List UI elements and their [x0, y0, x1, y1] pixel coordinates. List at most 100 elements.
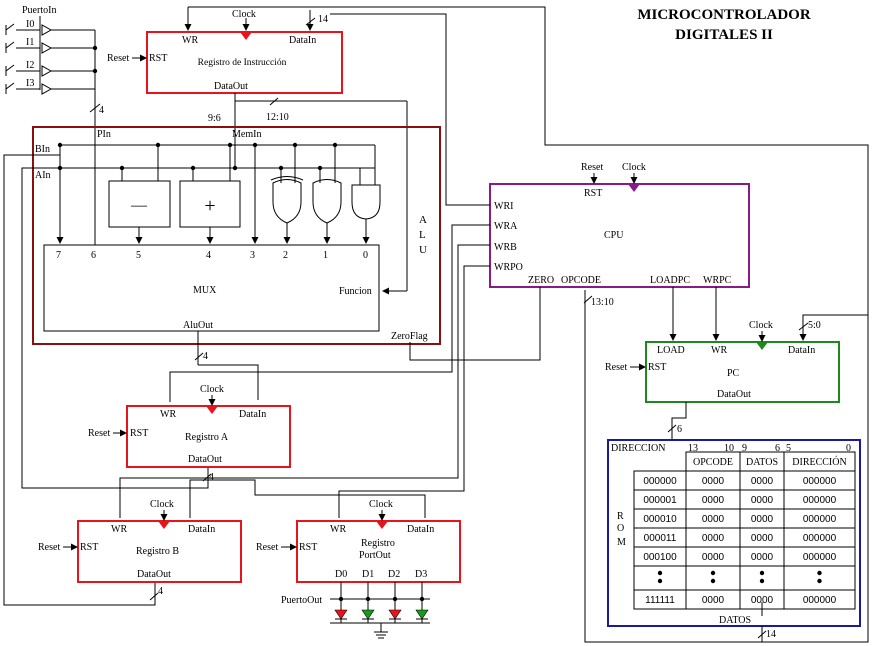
pin-label-i2: I2 — [26, 60, 34, 71]
rom-vert-o: O — [617, 523, 624, 534]
subtractor — [108, 180, 171, 228]
alu-memin: MemIn — [232, 129, 261, 140]
cpu-opcode: OPCODE — [561, 275, 601, 286]
rom-bit-10: 10 — [724, 443, 734, 454]
cpu-block: Reset Clock RST CPU WRI WRA WRB WRPO ZER… — [489, 162, 750, 308]
pc-load: LOAD — [657, 345, 685, 356]
alu-vert-u: U — [419, 244, 427, 256]
ra-wr: WR — [160, 409, 176, 420]
input-bus-width: 4 — [99, 105, 104, 116]
input-pin-i3: I3 — [5, 78, 95, 95]
rpo-datain: DataIn — [407, 524, 434, 535]
rom-cell-2-1: 0000 — [702, 514, 725, 525]
cpu-opcode-bits: 13:10 — [591, 297, 614, 308]
ra-name: Registro A — [185, 432, 229, 443]
adder-symbol: + — [204, 195, 215, 217]
mux-input-2: 2 — [283, 250, 288, 261]
rom-cell-3-2: 0000 — [751, 533, 774, 544]
pc-datain: DataIn — [788, 345, 815, 356]
rpo-rst: RST — [299, 542, 317, 553]
and-gate — [351, 184, 381, 220]
rb-clock-triangle — [158, 521, 170, 529]
rom-header-1: DATOS — [746, 457, 778, 468]
pc-datain-bits: 5:0 — [808, 320, 821, 331]
rom-cell-2-2: 0000 — [751, 514, 774, 525]
rb-dataout: DataOut — [137, 569, 171, 580]
rpo-d2: D2 — [388, 569, 400, 580]
ra-clock-triangle — [206, 406, 218, 414]
rom-bit-13: 13 — [688, 443, 698, 454]
rom-bit-5: 5 — [786, 443, 791, 454]
mux-input-6: 6 — [91, 250, 96, 261]
ra-clock: Clock — [200, 384, 224, 395]
title-line-1: MICROCONTROLADOR — [637, 7, 811, 23]
pc-block: Clock LOAD WR DataIn PC Reset RST DataOu… — [605, 287, 868, 440]
ir-rst: RST — [149, 53, 167, 64]
rb-clock: Clock — [150, 499, 174, 510]
rom-cell-last-1: 0000 — [702, 595, 725, 606]
input-pin-i1: I1 — [5, 37, 95, 54]
rb-wr: WR — [111, 524, 127, 535]
title-line-2: DIGITALES II — [675, 27, 773, 43]
mux-label: MUX — [193, 285, 217, 296]
input-pin-i0: I0 — [5, 19, 95, 36]
rom-cell-1-2: 0000 — [751, 495, 774, 506]
cpu-wrpo: WRPO — [494, 262, 523, 273]
ir-dataout: DataOut — [214, 81, 248, 92]
rb-reset: Reset — [38, 542, 60, 553]
pc-name: PC — [727, 368, 740, 379]
rb-datain: DataIn — [188, 524, 215, 535]
rom-cell-1-0: 000001 — [643, 495, 677, 506]
led-3 — [415, 582, 429, 623]
cpu-zero: ZERO — [528, 275, 554, 286]
rpo-clock: Clock — [369, 499, 393, 510]
rb-out-width: 4 — [158, 586, 163, 597]
rom-cell-last-2: 0000 — [751, 595, 774, 606]
ir-datain-width: 14 — [318, 14, 328, 25]
rpo-d1: D1 — [362, 569, 374, 580]
ra-rst: RST — [130, 428, 148, 439]
rom-cell-3-3: 000000 — [803, 533, 837, 544]
rpo-name-2: PortOut — [359, 550, 391, 561]
pc-wr: WR — [711, 345, 727, 356]
pc-rst: RST — [648, 362, 666, 373]
ir-wr: WR — [182, 35, 198, 46]
mux — [43, 244, 380, 332]
cpu-loadpc: LOADPC — [650, 275, 690, 286]
mux-input-4: 4 — [206, 250, 211, 261]
zero-flag: ZeroFlag — [391, 331, 428, 342]
rom-cell-3-1: 0000 — [702, 533, 725, 544]
pc-out-width: 6 — [677, 424, 682, 435]
output-leds — [334, 582, 429, 623]
rom-direccion: DIRECCION — [611, 443, 665, 454]
rom-header-2: DIRECCIÓN — [792, 456, 846, 468]
pc-clock: Clock — [749, 320, 773, 331]
rom-cell-4-0: 000100 — [643, 552, 677, 563]
control-wires — [119, 6, 869, 643]
pc-reset: Reset — [605, 362, 627, 373]
input-port: PuertoIn I0 I1 I2 I3 4 — [5, 5, 104, 256]
puertoin-label: PuertoIn — [22, 5, 56, 16]
pc-dataout: DataOut — [717, 389, 751, 400]
rpo-name-1: Registro — [361, 538, 395, 549]
rom-vert-m: M — [617, 537, 626, 548]
rpo-d3: D3 — [415, 569, 427, 580]
rom-cell-4-1: 0000 — [702, 552, 725, 563]
pc-clock-triangle — [756, 342, 768, 350]
led-2 — [388, 582, 402, 623]
rom-cell-0-2: 0000 — [751, 476, 774, 487]
alu-block: PIn MemIn BIn AIn A L U — + — [32, 126, 441, 365]
subtractor-symbol: — — [130, 197, 148, 214]
or-gate — [312, 179, 342, 224]
mux-input-0: 0 — [363, 250, 368, 261]
rom-cell-1-1: 0000 — [702, 495, 725, 506]
cpu-wri: WRI — [494, 201, 513, 212]
rb-name: Registro B — [136, 546, 179, 557]
